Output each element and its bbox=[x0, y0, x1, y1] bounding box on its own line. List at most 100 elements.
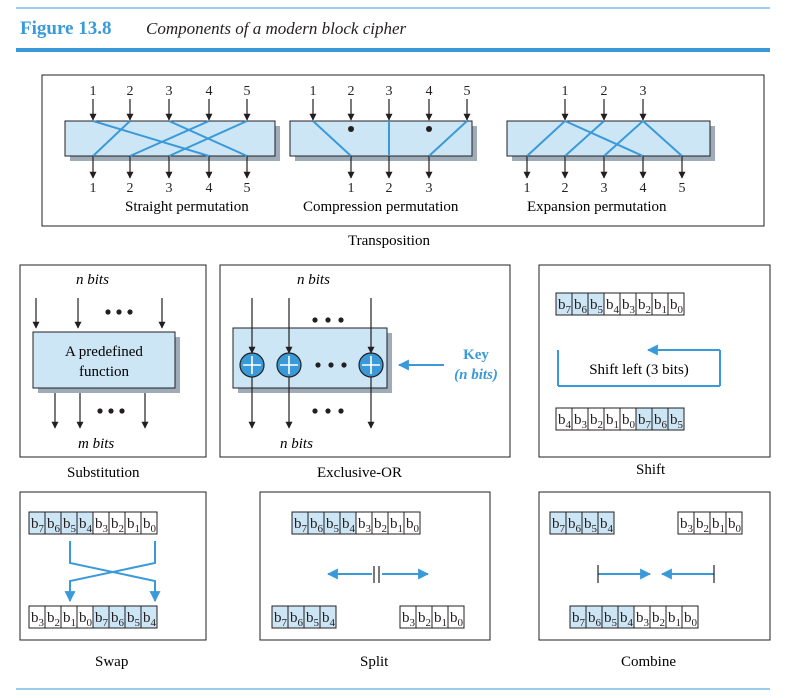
compression-permutation-label: Compression permutation bbox=[303, 199, 459, 215]
bit-label: b4 bbox=[600, 516, 614, 535]
bit-label: b7 bbox=[572, 610, 586, 629]
substitution-caption: Substitution bbox=[67, 465, 140, 481]
input-pin-label: 1 bbox=[90, 84, 97, 99]
bit-label: b7 bbox=[552, 516, 566, 535]
xor-ellipsis bbox=[312, 317, 347, 414]
output-pin-label: 3 bbox=[426, 181, 433, 196]
bit-label: b7 bbox=[95, 610, 109, 629]
substitution-input-label: n bits bbox=[76, 272, 109, 288]
bit-label: b6 bbox=[588, 610, 602, 629]
substitution-panel: n bits A predefined function m bits Subs… bbox=[19, 264, 207, 481]
output-pin-label: 1 bbox=[524, 181, 531, 196]
bit-cell bbox=[447, 605, 465, 629]
output-pin-label: 1 bbox=[348, 181, 355, 196]
bit-label: b0 bbox=[79, 610, 93, 629]
input-pin-label: 4 bbox=[206, 84, 213, 99]
xor-panel: n bits Key (n bits) n bits bbox=[219, 264, 511, 481]
bit-label: b3 bbox=[31, 610, 45, 629]
input-pin-label: 2 bbox=[601, 84, 608, 99]
bit-label: b0 bbox=[622, 412, 636, 431]
bit-cell bbox=[681, 605, 699, 629]
input-pin-label: 3 bbox=[166, 84, 173, 99]
bit-label: b6 bbox=[654, 412, 668, 431]
bit-label: b0 bbox=[670, 297, 684, 316]
bit-label: b6 bbox=[310, 516, 324, 535]
bit-cell bbox=[140, 511, 158, 535]
bit-label: b6 bbox=[290, 610, 304, 629]
bit-label: b2 bbox=[696, 516, 709, 535]
output-pin-label: 3 bbox=[601, 181, 608, 196]
output-pin-label: 5 bbox=[679, 181, 686, 196]
bit-label: b7 bbox=[558, 297, 572, 316]
figure-header: Figure 13.8 Components of a modern block… bbox=[0, 0, 793, 60]
bit-cell bbox=[319, 605, 337, 629]
output-pin-label: 2 bbox=[386, 181, 393, 196]
bit-label: b1 bbox=[63, 610, 76, 629]
xor-input-label: n bits bbox=[297, 272, 330, 288]
bit-cell bbox=[667, 407, 685, 431]
predefined-function-box bbox=[32, 331, 176, 389]
bit-label: b3 bbox=[95, 516, 109, 535]
bit-label: b2 bbox=[111, 516, 124, 535]
bit-label: b4 bbox=[79, 516, 93, 535]
output-pin-label: 2 bbox=[127, 181, 134, 196]
bit-label: b6 bbox=[47, 516, 61, 535]
bit-label: b7 bbox=[31, 516, 45, 535]
shift-caption: Shift bbox=[636, 462, 666, 478]
bit-cell bbox=[725, 511, 743, 535]
bit-label: b7 bbox=[274, 610, 288, 629]
straight-permutation-label: Straight permutation bbox=[125, 199, 249, 215]
input-pin-label: 5 bbox=[244, 84, 251, 99]
input-pin-label: 1 bbox=[562, 84, 569, 99]
bit-label: b4 bbox=[342, 516, 356, 535]
bit-label: b1 bbox=[434, 610, 447, 629]
expansion-permutation-label: Expansion permutation bbox=[527, 199, 667, 215]
bit-label: b0 bbox=[684, 610, 698, 629]
figure-label: Figure 13.8 bbox=[20, 18, 112, 39]
bit-label: b5 bbox=[326, 516, 340, 535]
bit-label: b5 bbox=[584, 516, 598, 535]
swap-arrows bbox=[64, 541, 161, 603]
bit-label: b3 bbox=[680, 516, 694, 535]
bit-label: b2 bbox=[418, 610, 431, 629]
xor-output-label: n bits bbox=[280, 436, 313, 452]
bit-label: b4 bbox=[606, 297, 620, 316]
bit-label: b4 bbox=[620, 610, 634, 629]
key-bits-label: (n bits) bbox=[454, 367, 498, 383]
input-pin-label: 2 bbox=[127, 84, 134, 99]
bit-label: b2 bbox=[47, 610, 60, 629]
bit-label: b2 bbox=[590, 412, 603, 431]
input-pin-label: 5 bbox=[464, 84, 471, 99]
bit-cell bbox=[667, 292, 685, 316]
input-pin-label: 4 bbox=[426, 84, 433, 99]
bit-label: b5 bbox=[590, 297, 604, 316]
figure-title: Components of a modern block cipher bbox=[146, 19, 407, 38]
bit-cell bbox=[140, 605, 158, 629]
bit-label: b3 bbox=[636, 610, 650, 629]
bit-label: b7 bbox=[294, 516, 308, 535]
substitution-output-label: m bits bbox=[78, 436, 114, 452]
bit-label: b3 bbox=[358, 516, 372, 535]
bit-label: b3 bbox=[574, 412, 588, 431]
output-pin-label: 4 bbox=[640, 181, 647, 196]
bit-label: b6 bbox=[574, 297, 588, 316]
bit-label: b0 bbox=[143, 516, 157, 535]
function-box-line1: A predefined bbox=[65, 344, 143, 360]
bit-label: b6 bbox=[111, 610, 125, 629]
input-pin-label: 2 bbox=[348, 84, 355, 99]
output-pin-label: 2 bbox=[562, 181, 569, 196]
split-caption: Split bbox=[360, 654, 389, 670]
